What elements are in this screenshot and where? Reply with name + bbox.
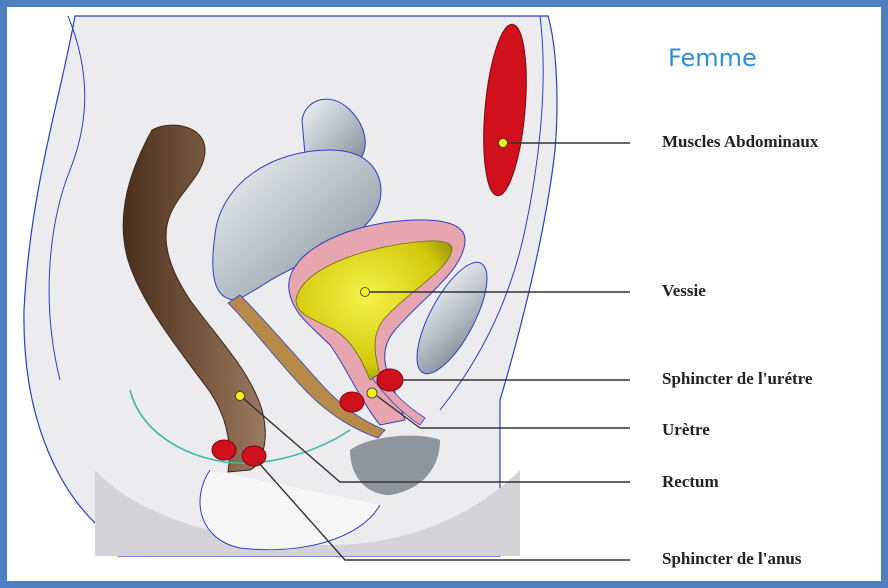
label-rectum: Rectum [662,472,719,492]
label-urethra: Urètre [662,420,710,440]
diagram-title: Femme [668,44,757,72]
anal-sphincter-left [212,440,236,460]
marker-rectum [236,392,245,401]
urethral-sphincter-top [377,369,403,391]
label-urethral-sphincter: Sphincter de l'urétre [662,369,812,389]
marker-urethra [367,388,377,398]
label-bladder: Vessie [662,281,706,301]
label-abdominal-muscles: Muscles Abdominaux [662,132,818,152]
marker-abdominal [499,139,508,148]
marker-bladder [361,288,370,297]
label-anal-sphincter: Sphincter de l'anus [662,549,802,569]
anal-sphincter-right [242,446,266,466]
urethral-sphincter-bottom [340,392,364,412]
